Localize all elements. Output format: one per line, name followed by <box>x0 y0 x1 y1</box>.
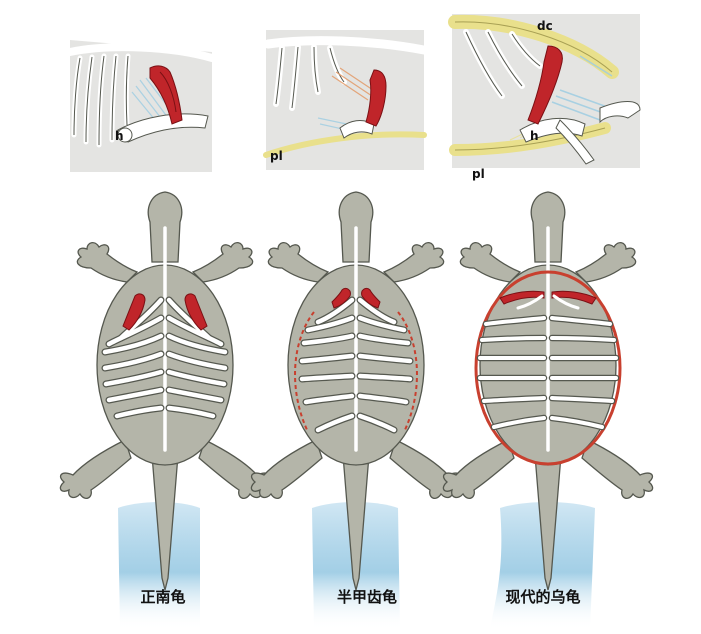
cross-section-3: dc h pl <box>448 14 641 181</box>
callout-pl-3: pl <box>472 167 485 181</box>
caption-zhengnan-turtle: 正南龟 <box>140 588 186 606</box>
callout-dc-3: dc <box>537 19 553 33</box>
cross-section-1: h <box>66 40 216 172</box>
caption-half-shell-turtle: 半甲齿龟 <box>336 588 397 606</box>
turtle-3 <box>441 190 655 592</box>
callout-pl-2: pl <box>270 149 283 163</box>
callout-h-1: h <box>115 129 124 143</box>
turtle-2 <box>249 190 463 592</box>
tail-glow-1 <box>118 502 200 630</box>
turtle-1 <box>58 190 272 592</box>
tail-glow-3 <box>490 502 595 630</box>
callout-h-3: h <box>530 129 539 143</box>
cross-section-2: pl <box>263 30 429 170</box>
caption-modern-turtle: 现代的乌龟 <box>505 588 581 606</box>
